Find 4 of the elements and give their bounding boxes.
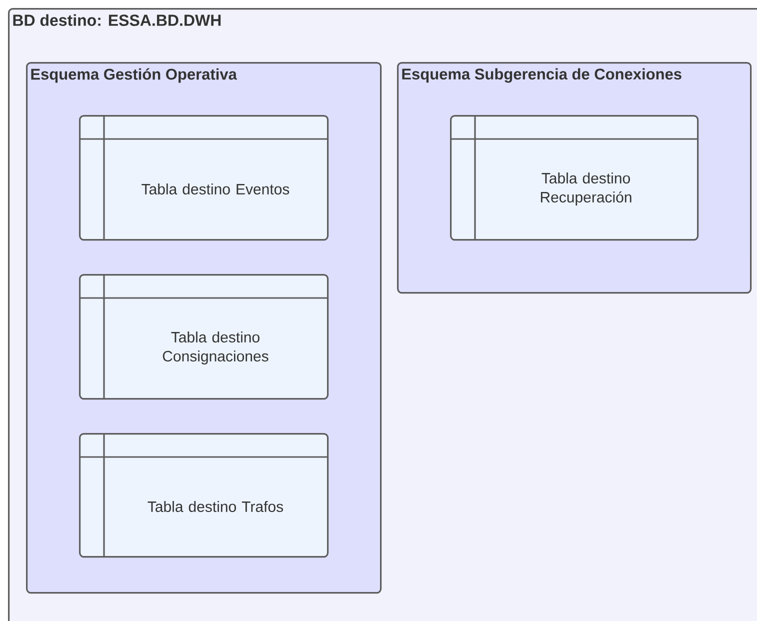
table-box: Tabla destino Trafos: [79, 433, 329, 558]
table-box: Tabla destino Eventos: [79, 115, 329, 241]
table-box: Tabla destino Consignaciones: [79, 274, 329, 400]
table-box: Tabla destino Recuperación: [450, 115, 699, 241]
